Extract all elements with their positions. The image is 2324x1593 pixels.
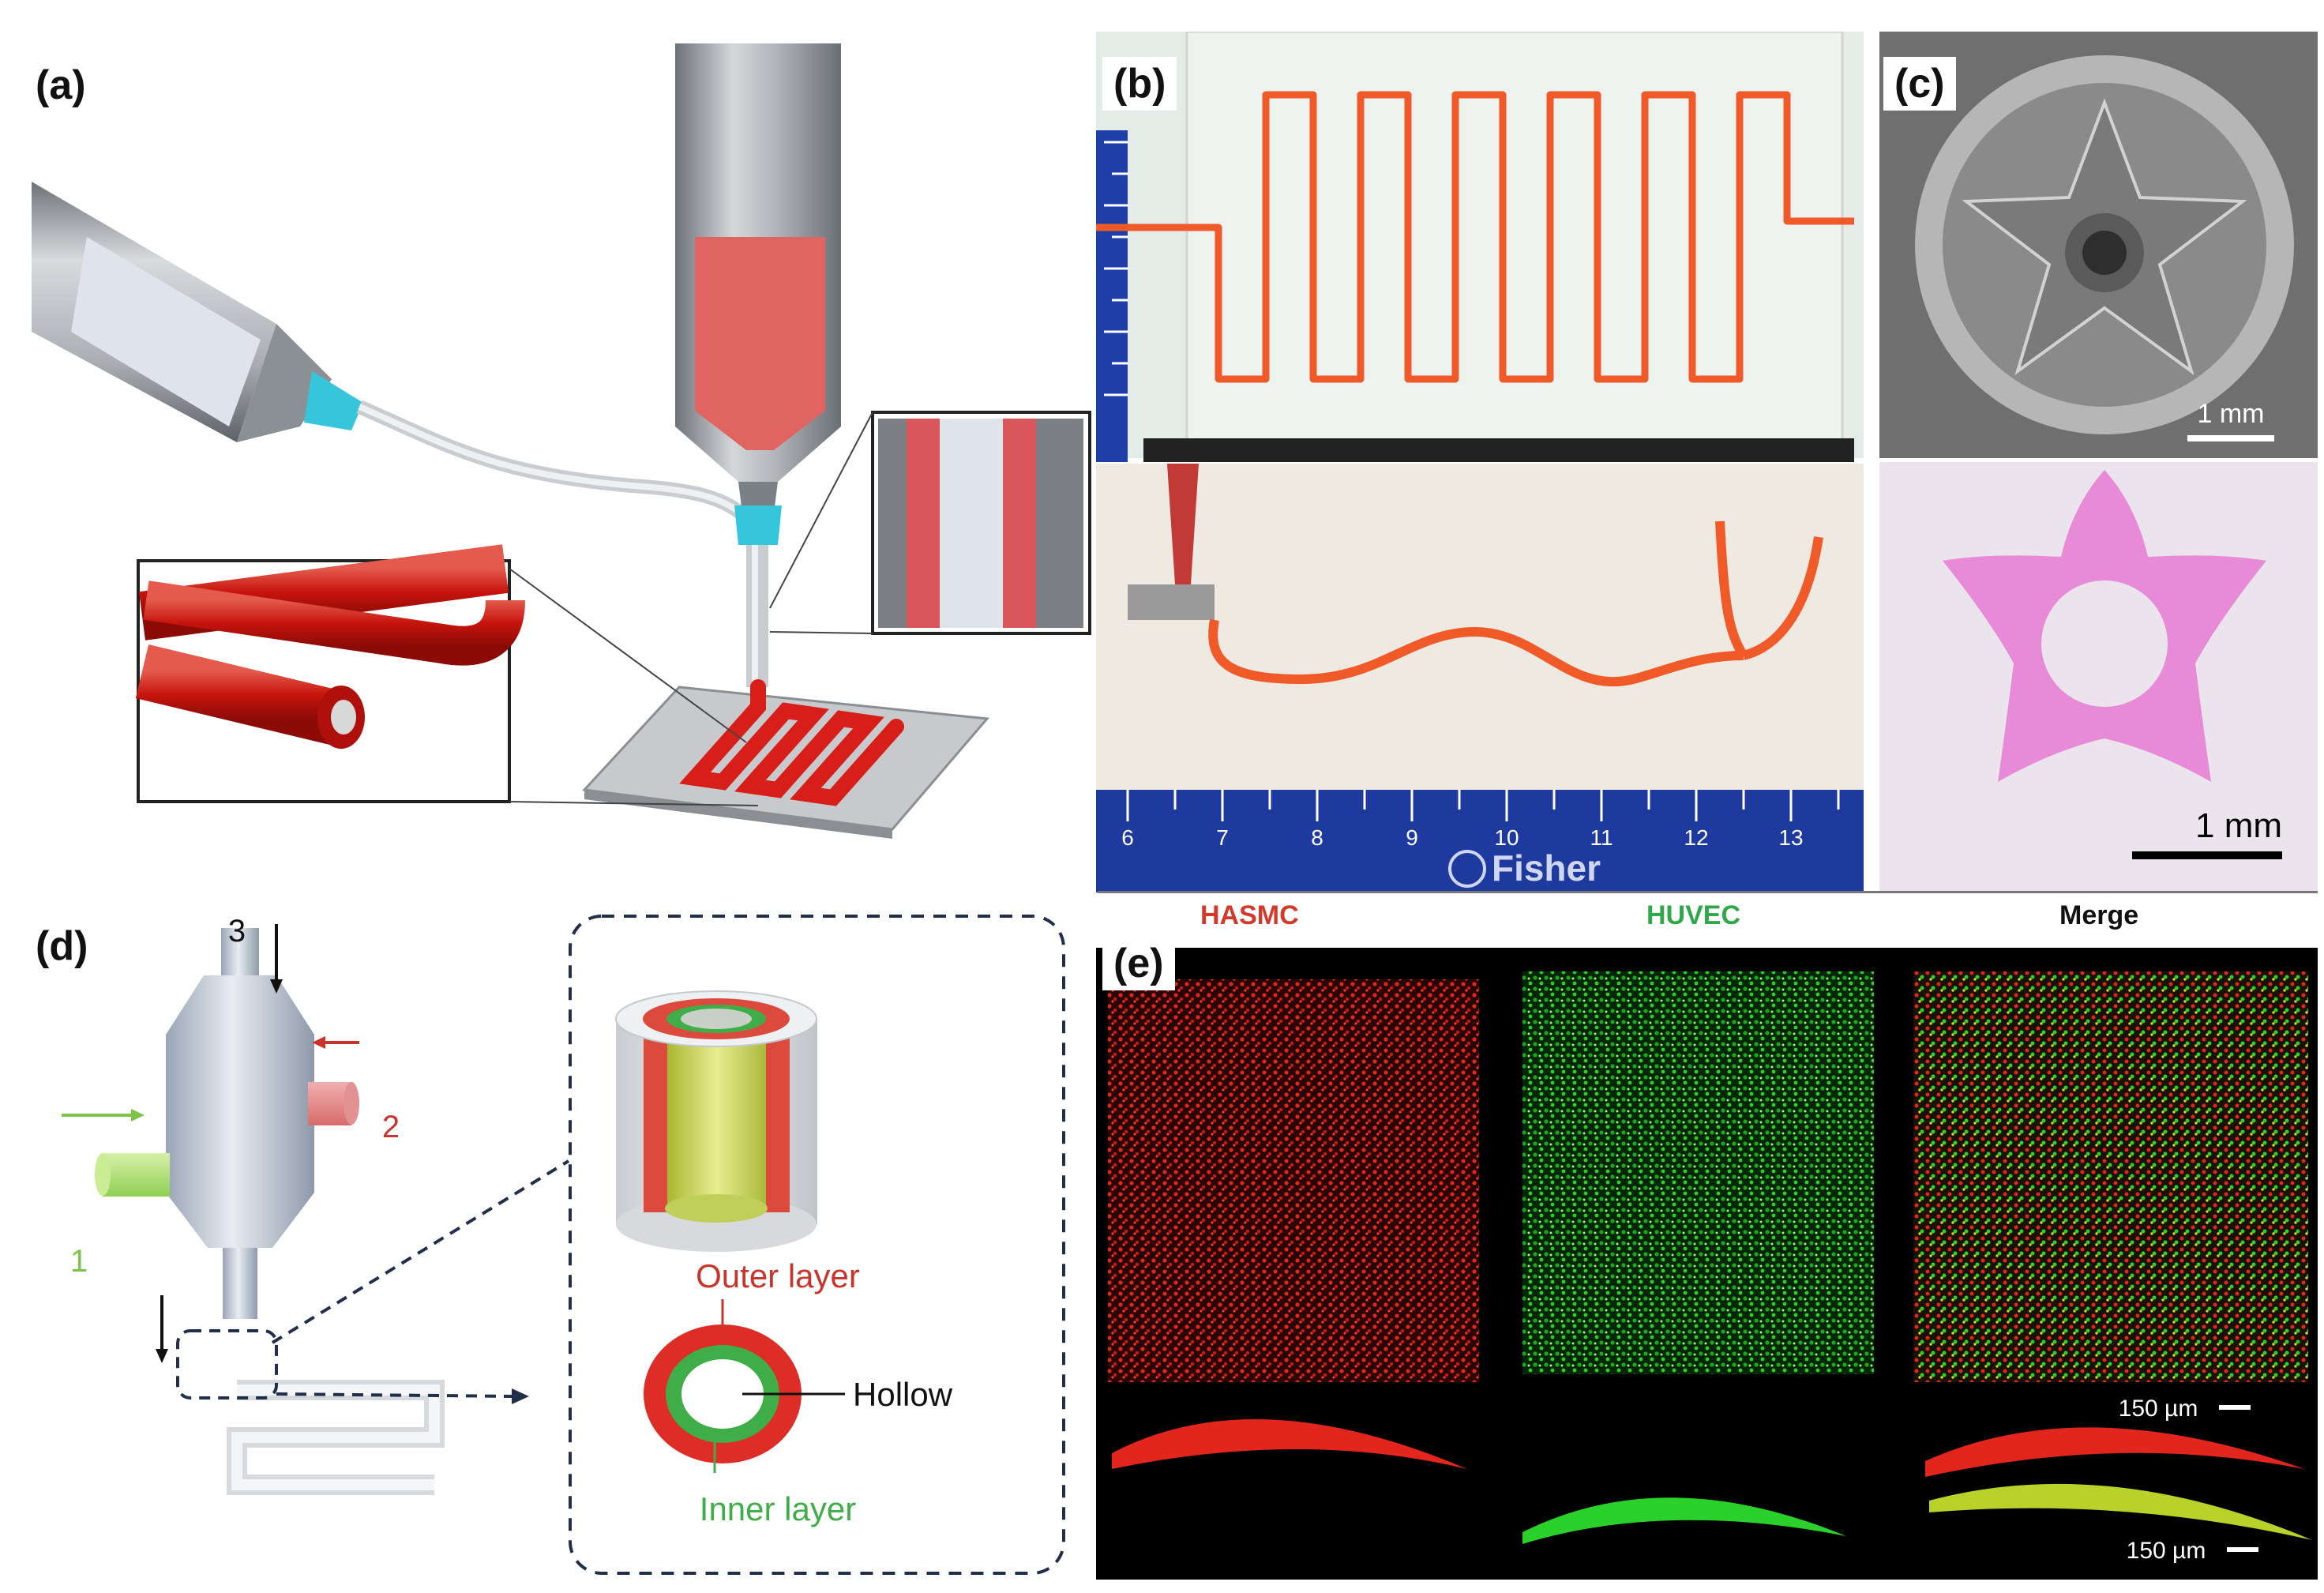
hasmc-top-image — [1108, 979, 1479, 1382]
inlet-label-2: 2 — [382, 1110, 400, 1144]
ruler-number: 12 — [1684, 825, 1708, 850]
hollow-label: Hollow — [853, 1376, 953, 1413]
panel-d-label: (d) — [36, 923, 88, 969]
col-label-hasmc: HASMC — [1200, 900, 1299, 930]
cylinder-cross-section — [615, 990, 817, 1252]
inlet-label-1: 1 — [70, 1244, 88, 1279]
panel-d-coaxial-nozzle: 3 2 1 Outer layer Hollow Inner layer — [62, 914, 1065, 1575]
ruler-number: 13 — [1778, 825, 1803, 850]
printed-filament-wire — [1208, 618, 1744, 687]
huvec-cross-section — [1522, 1497, 1846, 1544]
panel-b-photos: 6 7 8 9 10 11 12 13 Fisher — [1096, 32, 1864, 892]
ruler-brand: Fisher — [1492, 847, 1601, 889]
huvec-top-image — [1522, 971, 1874, 1374]
side-syringe — [32, 182, 756, 527]
serpentine-channel-red — [1096, 91, 1854, 383]
outer-layer-label: Outer layer — [696, 1257, 860, 1294]
merge-cross-section — [1925, 1427, 2304, 1477]
panel-b-label: (b) — [1102, 57, 1177, 111]
hasmc-cross-section — [1112, 1419, 1467, 1469]
panel-a-label: (a) — [36, 62, 86, 108]
scale-label: 1 mm — [2198, 399, 2265, 429]
ring-cross-section — [644, 1324, 802, 1463]
ruler — [1096, 790, 1864, 892]
panel-c-star-images: 1 mm 1 mm — [1879, 32, 2318, 892]
inner-layer-label: Inner layer — [700, 1490, 856, 1527]
hollow-tube-render — [135, 544, 525, 749]
ruler-number: 8 — [1311, 825, 1323, 850]
fisher-logo-icon — [1448, 850, 1486, 888]
divider — [1098, 891, 2318, 893]
panel-e-label: (e) — [1102, 937, 1175, 990]
scale-label: 150 µm — [2119, 1396, 2198, 1422]
panel-c-label: (c) — [1883, 57, 1956, 111]
printed-serpentine-filament — [679, 679, 904, 806]
main-syringe — [675, 43, 841, 687]
inlet-label-3: 3 — [228, 914, 246, 949]
ruler-number: 9 — [1406, 825, 1418, 850]
panel-a-printing-schematic — [32, 43, 1091, 839]
col-label-huvec: HUVEC — [1646, 900, 1741, 930]
ruler-number: 11 — [1590, 825, 1613, 850]
col-label-merge: Merge — [2059, 900, 2139, 930]
ruler-number: 7 — [1216, 825, 1229, 850]
zoom-box-layers — [569, 915, 1065, 1575]
scale-label: 150 µm — [2127, 1538, 2206, 1564]
merge-top-image — [1913, 971, 2308, 1382]
panel-e-fluorescence: 150 µm 150 µm — [1096, 948, 2318, 1580]
scale-label: 1 mm — [2195, 806, 2282, 845]
ruler-number: 10 — [1494, 825, 1519, 850]
ruler-number: 6 — [1121, 825, 1134, 850]
